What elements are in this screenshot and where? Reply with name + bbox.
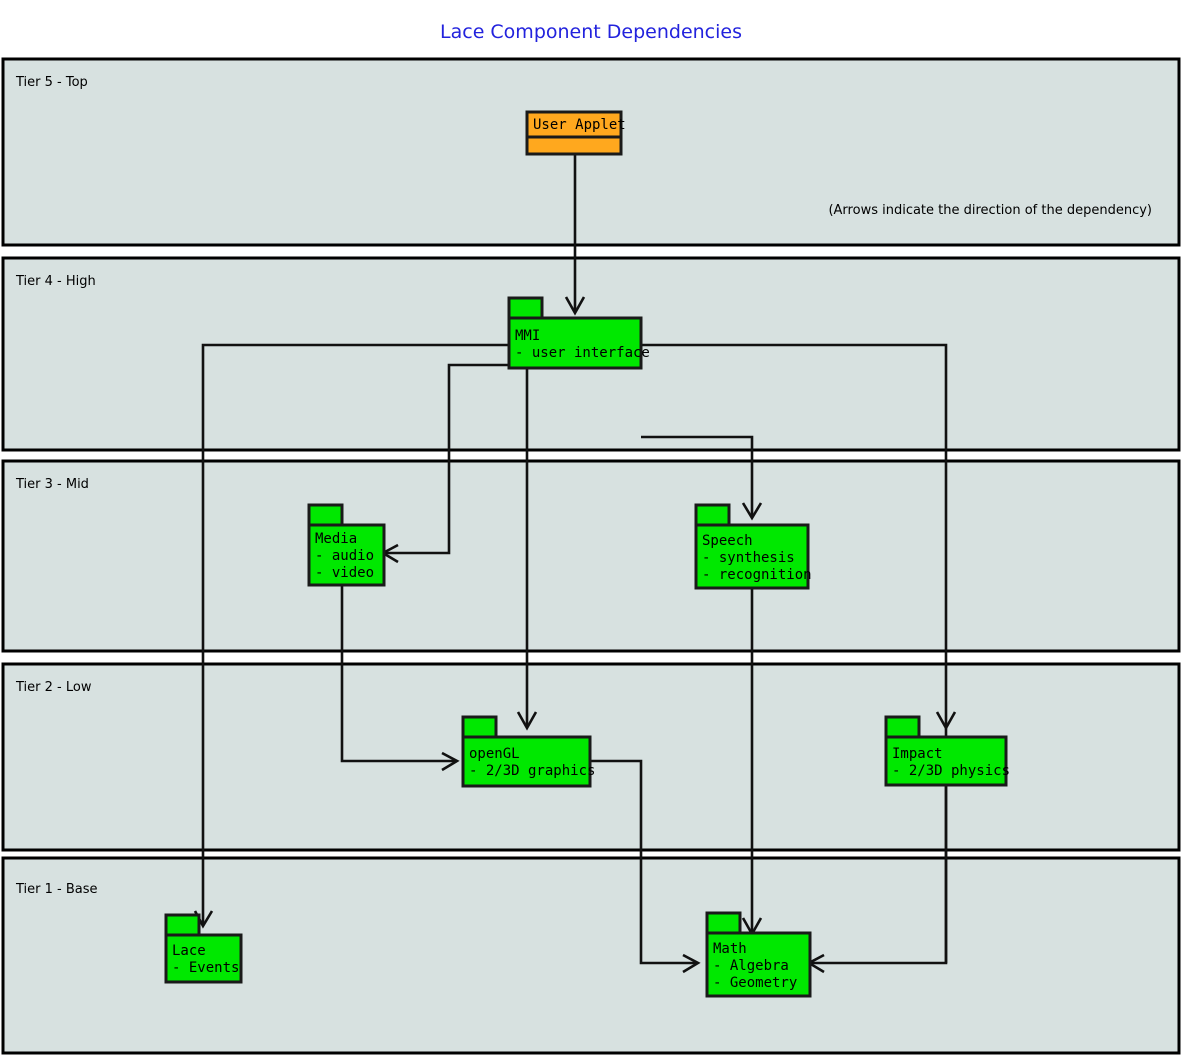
package-impact[interactable]: Impact - 2/3D physics: [884, 715, 1010, 787]
connector-mmi-to-media: [384, 363, 509, 555]
package-math-name: Math: [713, 941, 747, 957]
package-mmi[interactable]: MMI - user interface: [507, 296, 650, 370]
arrowhead-speech-top: [741, 502, 763, 521]
package-lace-name: Lace: [172, 943, 206, 959]
package-user-applet-name: User Applet: [533, 117, 626, 133]
package-math-item-1: - Geometry: [713, 975, 797, 991]
package-lace-body: [164, 933, 243, 984]
tier-label-tier2: Tier 2 - Low: [15, 680, 92, 695]
connector-opengl-to-math: [590, 759, 697, 965]
package-math-body: [705, 931, 812, 998]
arrowhead-mmi-top: [564, 296, 586, 316]
connector-mmi-to-math: [641, 343, 948, 965]
package-math-item-0: - Algebra: [713, 958, 789, 974]
package-speech-item-0: - synthesis: [702, 550, 795, 566]
package-media-item-1: - video: [315, 565, 374, 581]
connector-mmi-to-lace: [201, 343, 509, 925]
tier-label-tier5: Tier 5 - Top: [15, 75, 88, 90]
package-speech-body: [694, 523, 810, 590]
page-title: Lace Component Dependencies: [440, 21, 742, 43]
package-mmi-item-0: - user interface: [515, 345, 650, 361]
tier-bands: Tier 5 - Top Tier 4 - High Tier 3 - Mid …: [1, 57, 1181, 1055]
arrow-direction-note: (Arrows indicate the direction of the de…: [828, 203, 1152, 218]
package-mmi-body: [507, 316, 643, 370]
arrowhead-math-left: [682, 953, 701, 974]
package-media[interactable]: Media - audio - video: [307, 503, 386, 587]
package-speech-item-1: - recognition: [702, 567, 812, 583]
package-speech[interactable]: Speech - synthesis - recognition: [694, 503, 812, 590]
tier-band-tier3: [1, 459, 1181, 653]
package-impact-name: Impact: [892, 746, 943, 762]
package-opengl-name: openGL: [469, 746, 520, 762]
package-lace[interactable]: Lace - Events: [164, 913, 243, 984]
tier-label-tier1: Tier 1 - Base: [15, 882, 98, 897]
package-media-body: [307, 523, 386, 587]
package-opengl-body: [461, 735, 592, 788]
dependency-connectors: [193, 154, 957, 974]
package-mmi-name: MMI: [515, 328, 540, 344]
arrowhead-opengl-left: [441, 751, 460, 772]
package-impact-item-0: - 2/3D physics: [892, 763, 1010, 779]
package-speech-name: Speech: [702, 533, 753, 549]
connector-mmi-to-speech: [641, 435, 754, 517]
package-user-applet-body: [525, 135, 623, 156]
package-media-item-0: - audio: [315, 548, 374, 564]
package-impact-body: [884, 735, 1008, 787]
package-user-applet-tab: [525, 110, 623, 139]
package-opengl-item-0: - 2/3D graphics: [469, 763, 595, 779]
package-math[interactable]: Math - Algebra - Geometry: [705, 911, 812, 998]
tier-label-tier4: Tier 4 - High: [15, 274, 96, 289]
arrowhead-impact-top: [935, 711, 957, 731]
package-user-applet[interactable]: User Applet: [525, 110, 626, 156]
package-lace-item-0: - Events: [172, 960, 239, 976]
tier-label-tier3: Tier 3 - Mid: [15, 477, 89, 492]
arrowhead-opengl-top: [516, 711, 538, 731]
package-opengl[interactable]: openGL - 2/3D graphics: [461, 715, 595, 788]
package-media-name: Media: [315, 531, 357, 547]
connector-media-to-opengl: [340, 585, 456, 763]
